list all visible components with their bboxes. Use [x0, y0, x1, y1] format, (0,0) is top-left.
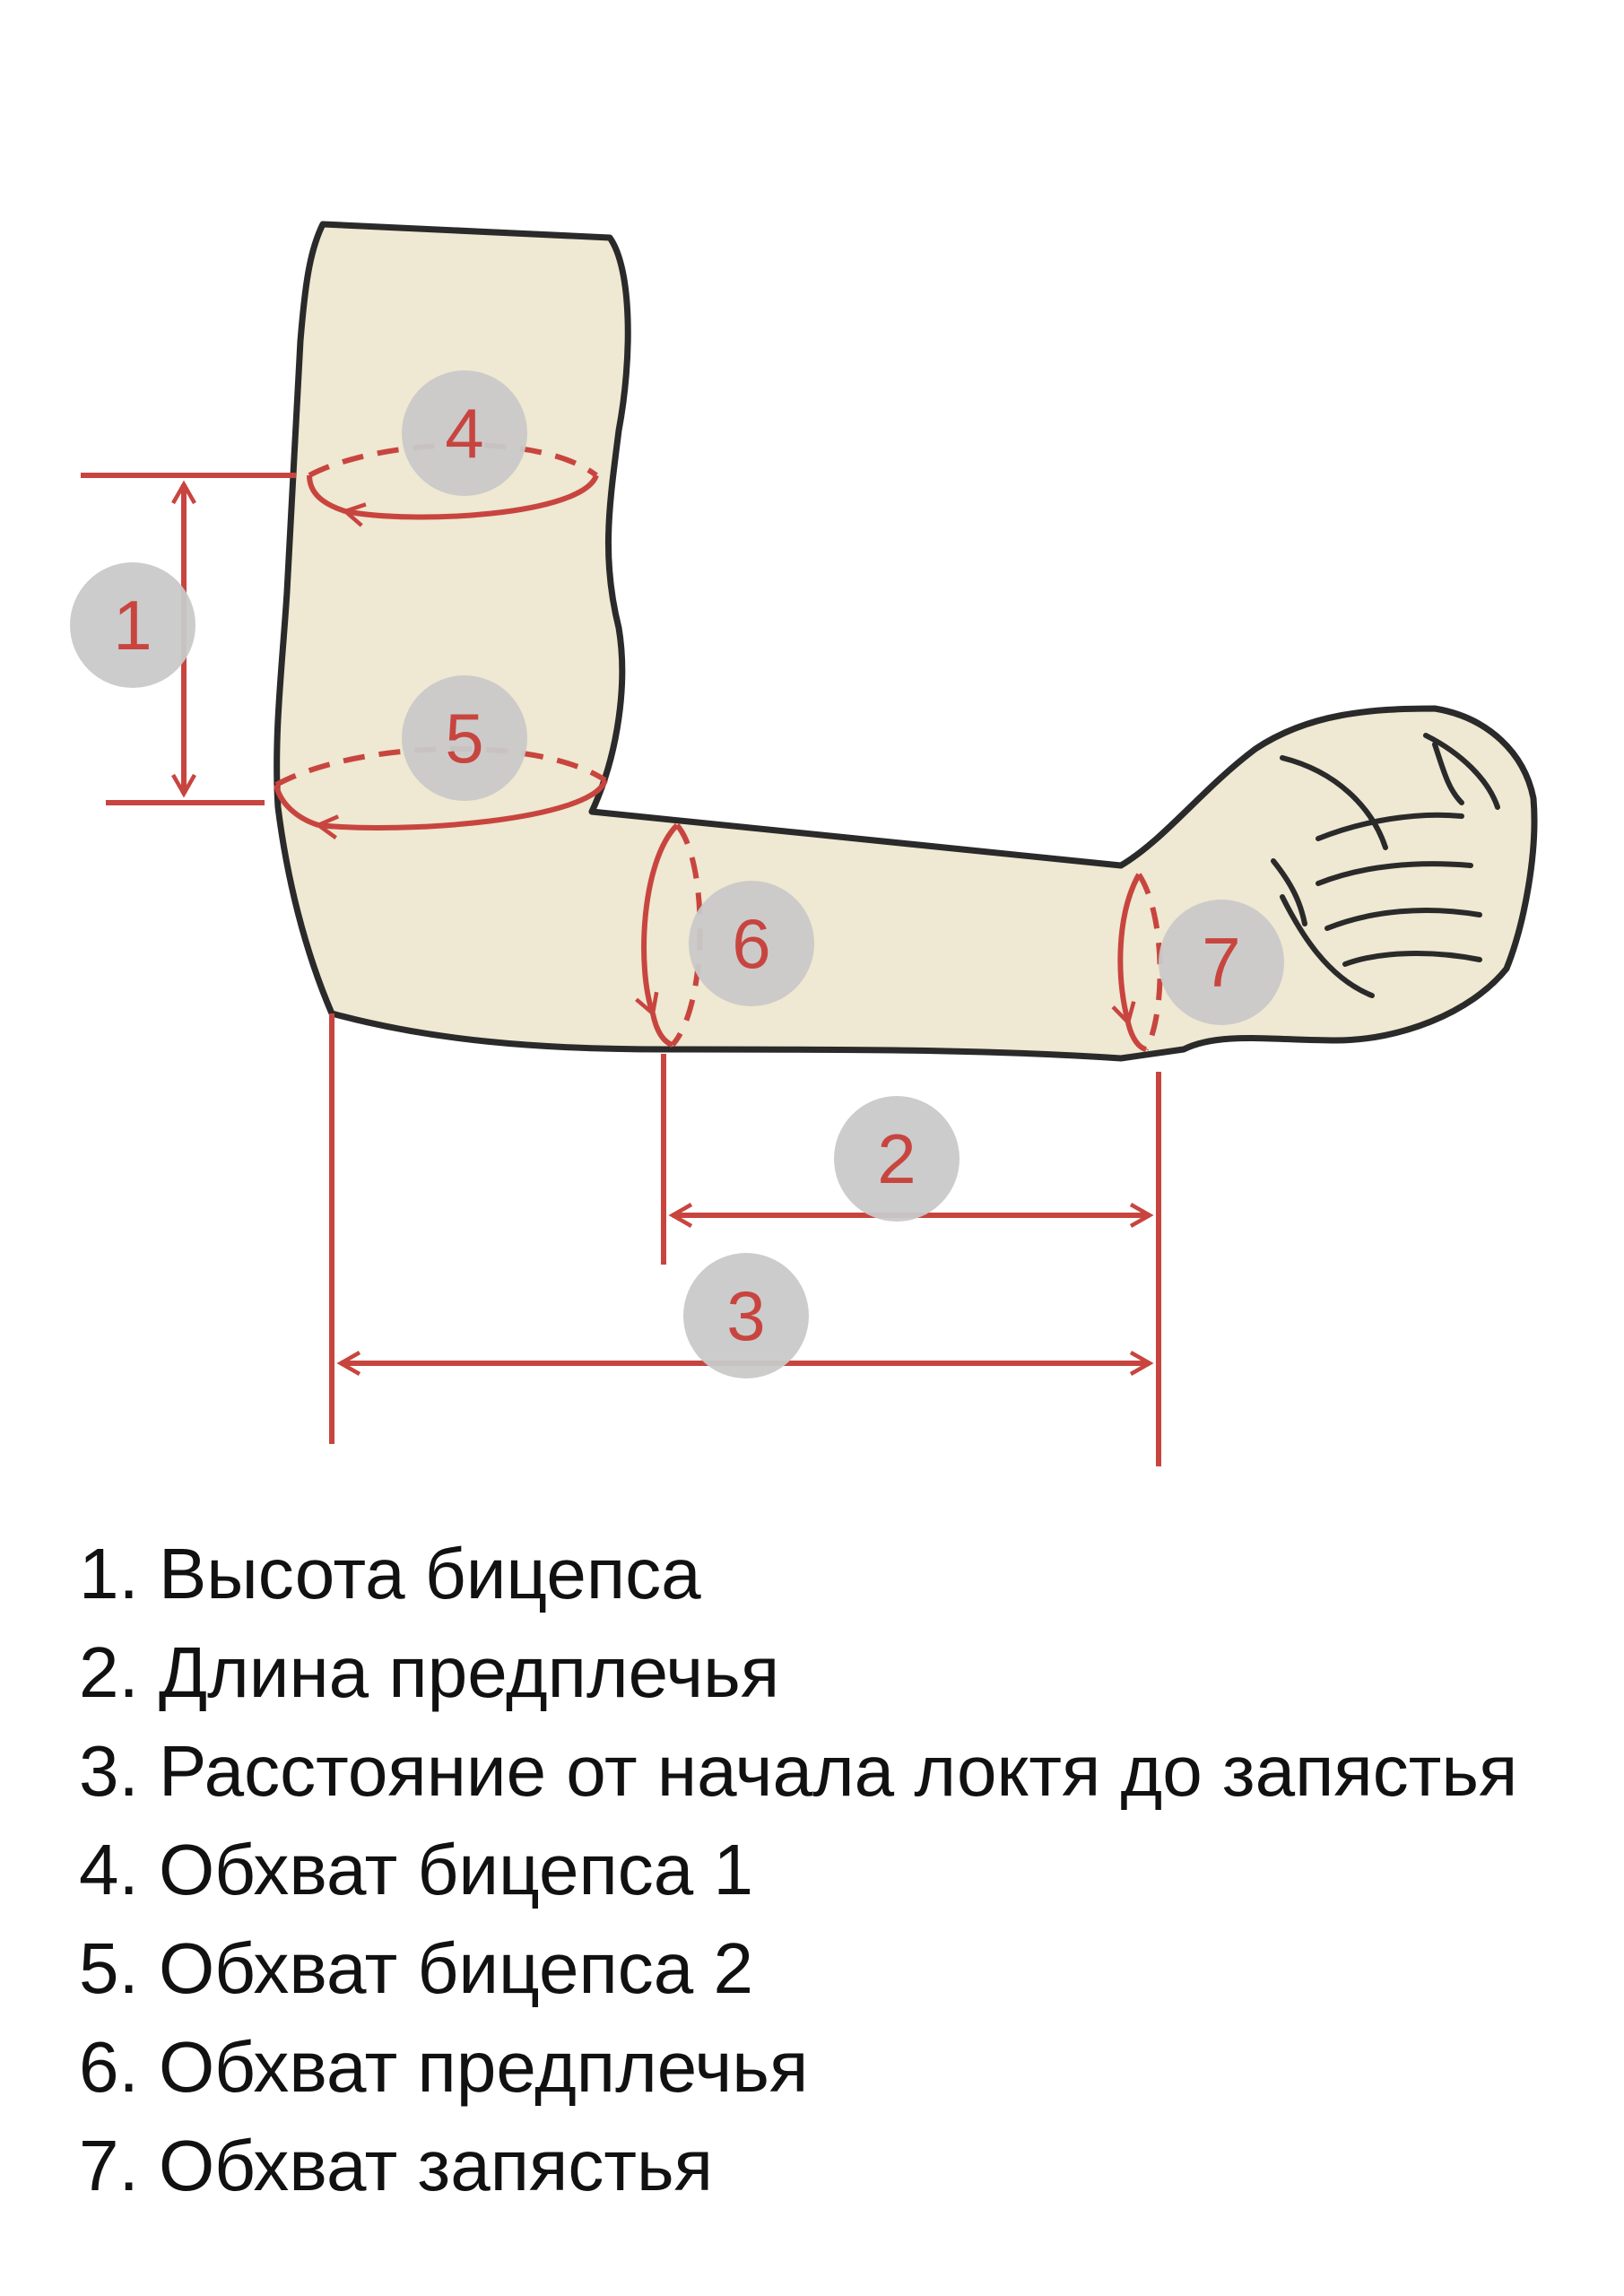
measure-4-front — [341, 474, 599, 527]
measurement-legend: 1. Высота бицепса 2. Длина предплечья 3.… — [79, 1525, 1517, 2215]
marker-label-4: 4 — [445, 394, 483, 473]
legend-item: 5. Обхват бицепса 2 — [79, 1928, 753, 2008]
measure-6-bottom — [650, 1013, 674, 1048]
legend-item: 2. Длина предплечья — [79, 1632, 780, 1712]
marker-label-5: 5 — [445, 699, 483, 778]
marker-badge-4: 4 — [402, 370, 527, 496]
marker-badges: 1 2 3 4 5 6 7 — [70, 370, 1284, 1378]
marker-badge-5: 5 — [402, 675, 527, 801]
measure-5-front — [314, 778, 608, 839]
legend-item: 6. Обхват предплечья — [79, 2027, 809, 2107]
marker-badge-7: 7 — [1159, 900, 1284, 1025]
legend-item: 3. Расстояние от начала локтя до запясть… — [79, 1731, 1518, 1811]
marker-label-1: 1 — [113, 586, 152, 665]
marker-badge-6: 6 — [689, 881, 814, 1006]
measure-6-front — [635, 822, 680, 1018]
measure-4-left — [307, 474, 346, 514]
marker-badge-1: 1 — [70, 562, 195, 688]
arm-illustration — [274, 221, 1538, 1062]
marker-label-6: 6 — [732, 904, 770, 983]
marker-badge-2: 2 — [834, 1096, 960, 1222]
measure-7-front — [1111, 873, 1142, 1027]
legend-item: 4. Обхват бицепса 1 — [79, 1830, 753, 1909]
measure-5-back — [274, 746, 607, 787]
hand-lines — [1271, 733, 1500, 998]
marker-label-3: 3 — [726, 1276, 765, 1355]
marker-badge-3: 3 — [683, 1253, 809, 1378]
measure-7-bottom — [1125, 1022, 1148, 1052]
marker-label-2: 2 — [877, 1119, 916, 1198]
legend-item: 7. Обхват запястья — [79, 2126, 713, 2205]
legend-item: 1. Высота бицепса — [79, 1534, 701, 1613]
measure-5-left — [274, 784, 319, 828]
marker-label-7: 7 — [1202, 923, 1240, 1002]
arm-shape — [274, 221, 1538, 1062]
